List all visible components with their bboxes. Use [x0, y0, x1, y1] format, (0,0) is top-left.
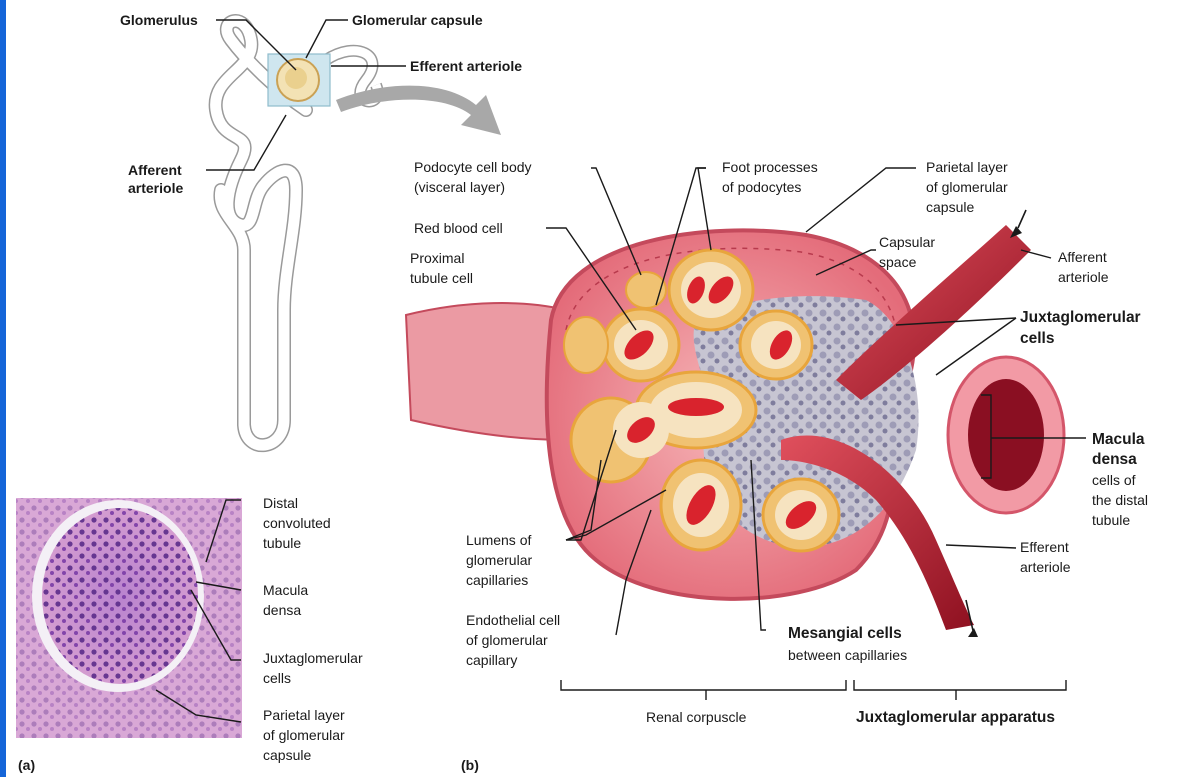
label-b-macula-3: cells of [1092, 472, 1136, 488]
label-podocyte-1: Podocyte cell body [414, 159, 532, 175]
label-afferent-top-2: arteriole [128, 180, 183, 196]
label-capsular-1: Capsular [879, 234, 935, 250]
label-a-parietal-1: Parietal layer [263, 707, 345, 723]
label-b-parietal-1: Parietal layer [926, 159, 1008, 175]
label-afferent-top-1: Afferent [128, 162, 182, 178]
label-a-parietal-2: of glomerular [263, 727, 345, 743]
label-a-distal-2: convoluted [263, 515, 331, 531]
label-a-macula-1: Macula [263, 582, 308, 598]
panel-b-letter: (b) [461, 757, 479, 773]
label-a-jg-1: Juxtaglomerular [263, 650, 363, 666]
label-renal-corpuscle: Renal corpuscle [646, 709, 747, 725]
label-a-distal-1: Distal [263, 495, 298, 511]
label-proximal-2: tubule cell [410, 270, 473, 286]
label-a-parietal-3: capsule [263, 747, 311, 763]
proximal-tubule [406, 303, 566, 440]
label-lumens-1: Lumens of [466, 532, 531, 548]
figure-frame: (a) [6, 0, 1185, 777]
distal-tubule-lumen [968, 379, 1044, 491]
label-lumens-3: capillaries [466, 572, 528, 588]
label-b-afferent-1: Afferent [1058, 249, 1107, 265]
label-glomerular-capsule: Glomerular capsule [352, 12, 483, 28]
label-capsular-2: space [879, 254, 917, 270]
label-endo-2: of glomerular [466, 632, 548, 648]
label-b-macula-5: tubule [1092, 512, 1130, 528]
label-a-macula-2: densa [263, 602, 301, 618]
label-lumens-2: glomerular [466, 552, 532, 568]
label-b-macula-4: the distal [1092, 492, 1148, 508]
label-b-macula-1: Macula [1092, 431, 1145, 448]
label-b-afferent-2: arteriole [1058, 269, 1109, 285]
label-b-jg-2: cells [1020, 330, 1054, 347]
label-foot-2: of podocytes [722, 179, 801, 195]
label-b-macula-2: densa [1092, 451, 1137, 468]
label-b-parietal-2: of glomerular [926, 179, 1008, 195]
label-endo-1: Endothelial cell [466, 612, 560, 628]
label-rbc: Red blood cell [414, 220, 503, 236]
zoom-arrow [336, 86, 501, 135]
label-efferent-arteriole-top: Efferent arteriole [410, 58, 522, 74]
renal-corpuscle-diagram: (a) [6, 0, 1185, 777]
label-b-efferent-2: arteriole [1020, 559, 1071, 575]
label-endo-3: capillary [466, 652, 517, 668]
label-proximal-1: Proximal [410, 250, 464, 266]
label-b-parietal-3: capsule [926, 199, 974, 215]
label-foot-1: Foot processes [722, 159, 818, 175]
label-glomerulus: Glomerulus [120, 12, 198, 28]
label-a-distal-3: tubule [263, 535, 301, 551]
label-b-efferent-1: Efferent [1020, 539, 1069, 555]
label-a-jg-2: cells [263, 670, 291, 686]
label-mesangial-1: Mesangial cells [788, 625, 902, 642]
label-mesangial-2: between capillaries [788, 647, 907, 663]
label-podocyte-2: (visceral layer) [414, 179, 505, 195]
label-b-jg-1: Juxtaglomerular [1020, 309, 1141, 326]
panel-a-letter: (a) [18, 757, 35, 773]
micrograph-panel [16, 498, 242, 738]
label-jga: Juxtaglomerular apparatus [856, 709, 1055, 726]
